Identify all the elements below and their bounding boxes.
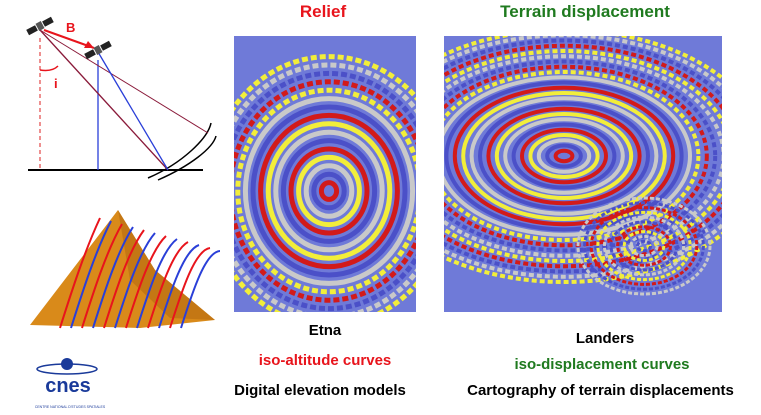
line-of-sight-b [97,51,169,171]
label-b: B [66,20,75,35]
landers-interferogram [444,36,722,312]
landers-caption: Landers [575,330,635,347]
cnes-logo-text: cnes [45,375,91,397]
iso-curves-group [59,217,220,329]
cnes-logo-subtitle: CENTRE NATIONAL D'ETUDES SPATIALES [34,405,106,409]
cartography-caption: Cartography of terrain displacements [467,382,734,399]
etna-caption: Etna [308,322,342,339]
terrain-iso-curves-illustration [30,210,220,329]
dem-caption: Digital elevation models [234,382,406,399]
earth-curve-2 [157,135,217,181]
satellite-b-icon [84,40,112,60]
label-i: i [54,76,58,91]
incidence-arc [39,65,59,72]
line-of-sight-a [39,29,169,171]
iso-displacement-caption: iso-displacement curves [514,356,690,373]
satellite-a-icon [26,16,54,36]
cnes-logo-icon [36,358,98,375]
relief-title: Relief [299,2,347,21]
earth-curve [147,122,212,179]
iso-altitude-caption: iso-altitude curves [258,352,392,369]
cnes-logo: cnes CENTRE NATIONAL D'ETUDES SPATIALES [22,355,112,413]
etna-interferogram [234,36,416,312]
line-of-sight-a2 [39,29,209,134]
terrain-displacement-title: Terrain displacement [500,2,670,21]
baseline-arrow [43,29,95,49]
interferometry-geometry-diagram: B i [26,16,217,181]
